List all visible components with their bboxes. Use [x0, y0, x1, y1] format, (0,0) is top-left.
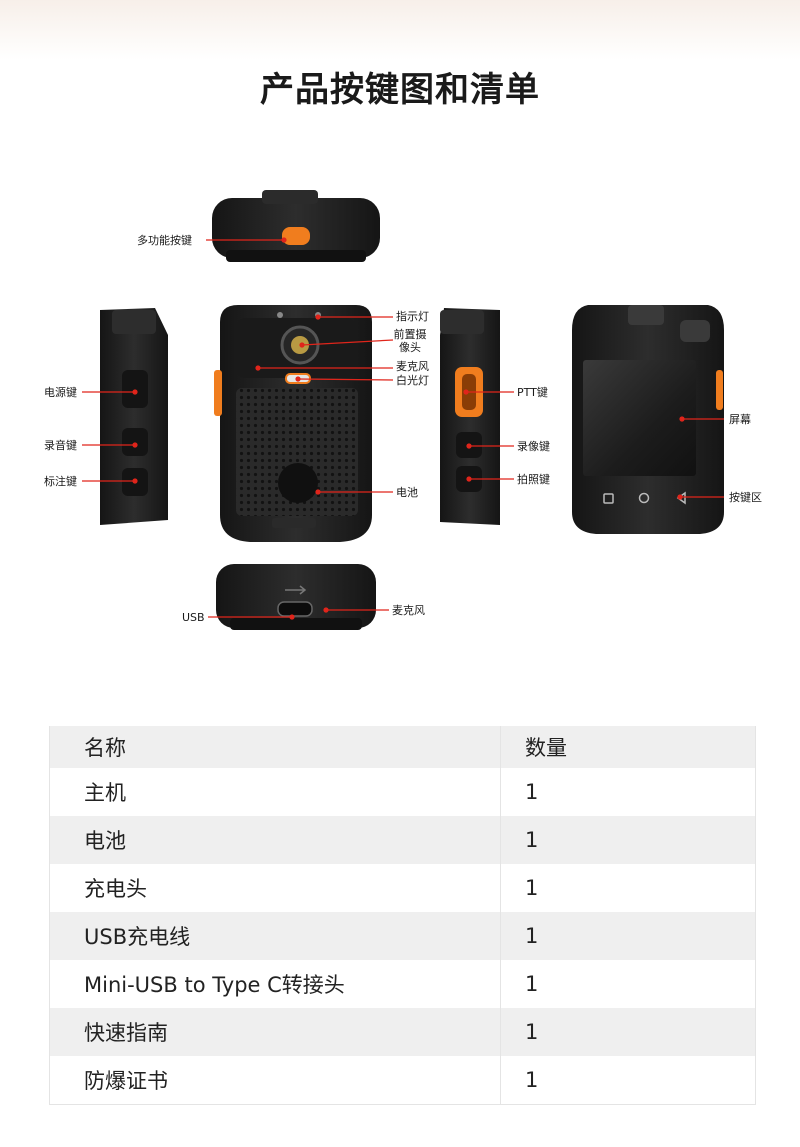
table-row: 电池 1 [49, 816, 756, 864]
item-name: 防爆证书 [49, 1056, 501, 1105]
table-row: 主机 1 [49, 768, 756, 816]
callout-power-key: 电源键 [44, 386, 77, 399]
item-name: 充电头 [49, 864, 501, 912]
table-header-qty: 数量 [500, 726, 756, 768]
callout-microphone-front: 麦克风 [396, 360, 429, 373]
item-name: 主机 [49, 768, 501, 816]
callout-front-camera: 前置摄像头 [393, 328, 427, 354]
item-name: USB充电线 [49, 912, 501, 960]
item-qty: 1 [500, 816, 756, 864]
table-header-name: 名称 [49, 726, 501, 768]
callout-lines [82, 237, 724, 620]
callout-indicator-light: 指示灯 [396, 310, 429, 323]
device-top-view [212, 190, 380, 262]
table-row: 充电头 1 [49, 864, 756, 912]
item-qty: 1 [500, 912, 756, 960]
page-title: 产品按键图和清单 [260, 70, 540, 110]
package-list-table: 名称 数量 主机 1 电池 1 充电头 1 USB充电线 1 Mini-USB … [49, 726, 756, 1105]
display-screen [583, 360, 696, 476]
multi-function-key-icon [282, 227, 310, 245]
item-qty: 1 [500, 1008, 756, 1056]
callout-ptt-key: PTT键 [517, 386, 548, 399]
item-qty: 1 [500, 960, 756, 1008]
callout-video-key: 录像键 [517, 440, 550, 453]
item-name: 快速指南 [49, 1008, 501, 1056]
item-qty: 1 [500, 864, 756, 912]
callout-mark-key: 标注键 [44, 475, 77, 488]
device-left-side-view [100, 308, 168, 525]
usb-symbol-icon [285, 585, 307, 595]
item-qty: 1 [500, 768, 756, 816]
device-front-view [214, 305, 372, 542]
callout-record-key: 录音键 [44, 439, 77, 452]
callout-white-light: 白光灯 [396, 374, 429, 387]
item-name: 电池 [49, 816, 501, 864]
table-row: Mini-USB to Type C转接头 1 [49, 960, 756, 1008]
usb-port-icon [277, 601, 313, 617]
home-icon [638, 492, 650, 504]
callout-usb: USB [182, 611, 205, 624]
table-row: 防爆证书 1 [49, 1056, 756, 1105]
recent-apps-icon [603, 493, 614, 504]
device-right-side-view [440, 308, 500, 525]
speaker-grille [236, 388, 358, 516]
callout-multi-function-key: 多功能按键 [137, 234, 192, 247]
product-diagram: 多功能按键 指示灯 前置摄像头 麦克风 白光灯 电池 电源键 录音键 标注键 P… [0, 170, 800, 650]
table-header-row: 名称 数量 [49, 726, 756, 768]
callout-photo-key: 拍照键 [517, 473, 550, 486]
table-row: 快速指南 1 [49, 1008, 756, 1056]
callout-key-area: 按键区 [729, 491, 762, 504]
callout-battery: 电池 [396, 486, 418, 499]
callout-screen: 屏幕 [729, 413, 751, 426]
device-illustration [82, 190, 724, 630]
item-name: Mini-USB to Type C转接头 [49, 960, 501, 1008]
callout-microphone-bottom: 麦克风 [392, 604, 425, 617]
item-qty: 1 [500, 1056, 756, 1105]
header-background [0, 0, 800, 60]
device-screen-view [572, 305, 724, 534]
table-row: USB充电线 1 [49, 912, 756, 960]
device-bottom-view [216, 564, 376, 630]
